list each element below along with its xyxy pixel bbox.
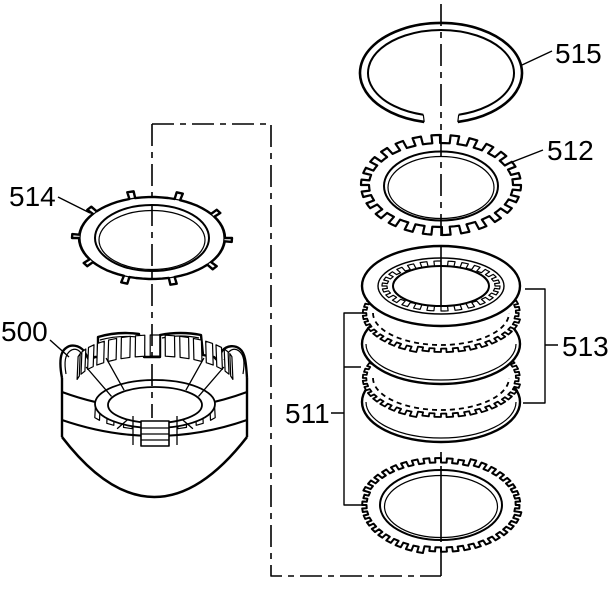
ring-end-gaps	[422, 114, 460, 122]
right-ear-inner-line	[223, 348, 245, 375]
steel-plate-512	[359, 133, 523, 237]
part-label-511: 511	[285, 398, 330, 429]
ring-inner-edge	[367, 28, 515, 116]
part-label-513: 513	[562, 331, 609, 362]
leader-512	[506, 149, 544, 165]
hub-flank-lines	[132, 416, 178, 445]
hub-boss-splines	[141, 427, 169, 441]
bracket-511	[331, 312, 363, 506]
ring-outer-edge	[358, 21, 524, 124]
floor-ring-inner	[107, 386, 203, 424]
plate-thickness-line	[365, 401, 517, 439]
inner-hole-thickness	[387, 155, 495, 220]
left-ear-inner-line	[64, 348, 86, 375]
leader-514	[57, 196, 91, 214]
part-label-500: 500	[1, 316, 48, 347]
leader-515	[521, 50, 553, 66]
tab-a-inner-line	[99, 335, 138, 341]
friction-texture	[372, 312, 510, 346]
clutch-drum-500	[59, 331, 249, 499]
part-label-515: 515	[555, 38, 602, 69]
leader-500	[49, 339, 70, 358]
plate-thickness-line	[365, 343, 517, 381]
outer-wall-bottom	[60, 436, 249, 499]
part-label-512: 512	[547, 135, 594, 166]
floor-spokes	[85, 357, 225, 430]
snap-ring-515	[358, 21, 524, 124]
outer-wall-sides	[60, 378, 249, 437]
bracket-513	[523, 288, 558, 404]
inner-hole	[383, 150, 499, 222]
outer-teeth	[359, 133, 523, 237]
assembly-boundary-line	[152, 123, 441, 577]
friction-texture	[372, 377, 510, 411]
callouts: 515 512 513 511 514 500	[1, 38, 609, 506]
part-label-514: 514	[9, 181, 56, 212]
clutch-pack	[360, 244, 522, 444]
